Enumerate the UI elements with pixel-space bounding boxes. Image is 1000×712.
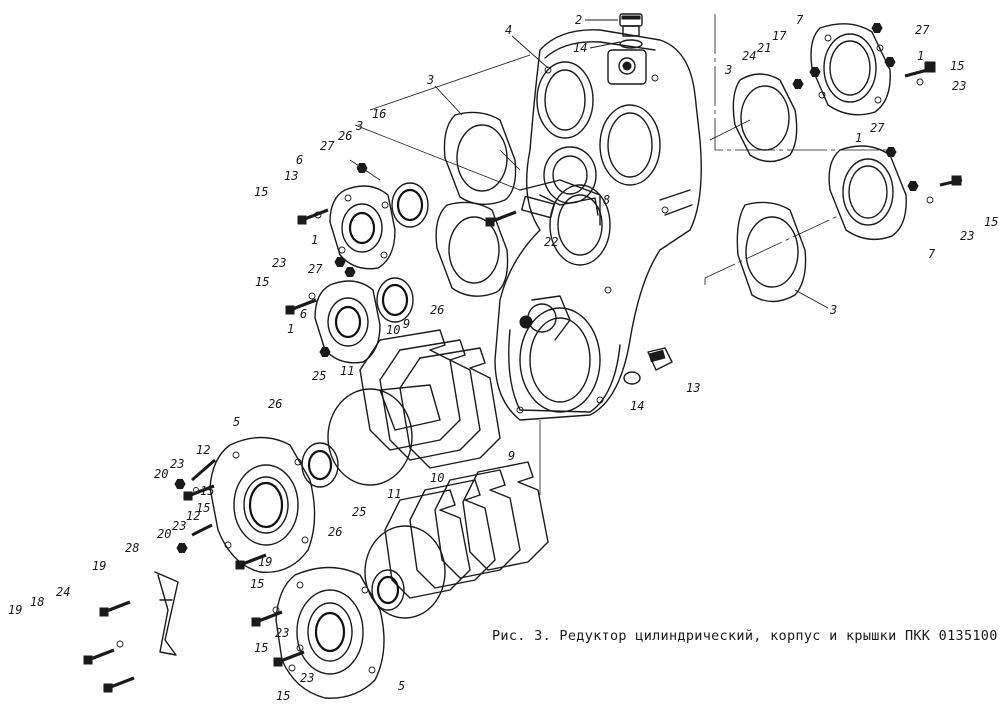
callout-23-f: 23 bbox=[952, 79, 966, 93]
callout-26-a: 26 bbox=[338, 129, 352, 143]
cover-large-upper bbox=[209, 436, 316, 574]
callout-3-a: 3 bbox=[426, 73, 434, 87]
callout-1-c: 1 bbox=[917, 49, 924, 63]
callout-28: 28 bbox=[125, 541, 139, 555]
gasket-right-lower bbox=[736, 201, 807, 303]
callout-23-e: 23 bbox=[300, 671, 314, 685]
callout-3-d: 3 bbox=[829, 303, 837, 317]
shim-stack-lower bbox=[384, 461, 549, 599]
callout-14-b: 14 bbox=[630, 399, 644, 413]
lock-wire bbox=[154, 571, 179, 656]
callout-23-b: 23 bbox=[170, 457, 184, 471]
callout-15-i: 15 bbox=[984, 215, 998, 229]
gasket-ring-lower bbox=[364, 525, 446, 619]
callout-10-a: 10 bbox=[386, 323, 400, 337]
callout-26-d: 26 bbox=[328, 525, 342, 539]
gearbox-housing bbox=[494, 29, 702, 421]
callout-12-b: 12 bbox=[186, 509, 200, 523]
breather-plug bbox=[619, 13, 643, 49]
callout-5-b: 5 bbox=[398, 679, 405, 693]
seal-middle bbox=[301, 442, 339, 488]
callout-23-c: 23 bbox=[172, 519, 186, 533]
bearing-cap-center bbox=[520, 146, 599, 219]
shim-stack-upper bbox=[359, 329, 501, 469]
cover-right-upper bbox=[810, 23, 891, 116]
callout-20-b: 20 bbox=[157, 527, 171, 541]
callout-27-c: 27 bbox=[915, 23, 930, 37]
callout-19-c: 19 bbox=[258, 555, 272, 569]
callout-11-a: 11 bbox=[340, 364, 354, 378]
callout-27-b: 27 bbox=[308, 262, 323, 276]
callout-14: 14 bbox=[573, 41, 587, 55]
callout-15-f: 15 bbox=[254, 641, 268, 655]
callout-26-b: 26 bbox=[430, 303, 444, 317]
callout-2: 2 bbox=[575, 13, 582, 27]
callout-3-b: 3 bbox=[355, 119, 363, 133]
callout-15-d: 15 bbox=[196, 501, 210, 515]
callout-5-a: 5 bbox=[233, 415, 240, 429]
callout-23-a: 23 bbox=[272, 256, 286, 270]
callout-15-e: 15 bbox=[250, 577, 264, 591]
callout-13-b: 13 bbox=[686, 381, 700, 395]
seals-upper bbox=[376, 182, 429, 323]
callout-16: 16 bbox=[372, 107, 386, 121]
callout-15-a: 15 bbox=[254, 185, 268, 199]
callout-labels: 2 14 4 3 3 16 27 26 6 13 15 1 27 23 15 6… bbox=[8, 13, 998, 703]
callout-17: 17 bbox=[772, 29, 787, 43]
callout-19-b: 19 bbox=[8, 603, 22, 617]
callout-7-b: 7 bbox=[928, 247, 936, 261]
callout-27-a: 27 bbox=[320, 139, 335, 153]
callout-10-b: 10 bbox=[430, 471, 444, 485]
callout-27-d: 27 bbox=[870, 121, 885, 135]
callout-1-b: 1 bbox=[287, 322, 294, 336]
callout-7-a: 7 bbox=[796, 13, 804, 27]
callout-26-c: 26 bbox=[268, 397, 282, 411]
callout-19-a: 19 bbox=[92, 559, 106, 573]
seal-lower bbox=[371, 569, 405, 611]
callout-24-b: 24 bbox=[742, 49, 756, 63]
fasteners-bottom-left bbox=[82, 458, 306, 694]
callout-23-g: 23 bbox=[960, 229, 974, 243]
callout-9-b: 9 bbox=[508, 449, 515, 463]
callout-25-a: 25 bbox=[312, 369, 326, 383]
figure-caption: Рис. 3. Редуктор цилиндрический, корпус … bbox=[492, 628, 998, 644]
cover-small-lower bbox=[314, 280, 381, 364]
callout-24-a: 24 bbox=[56, 585, 70, 599]
callout-3-c: 3 bbox=[724, 63, 732, 77]
callout-15-b: 15 bbox=[255, 275, 269, 289]
cover-large-lower bbox=[275, 566, 385, 699]
callout-4: 4 bbox=[505, 23, 512, 37]
callout-18: 18 bbox=[30, 595, 44, 609]
callout-1-d: 1 bbox=[855, 131, 862, 145]
gasket-center-lower bbox=[435, 201, 509, 297]
callout-11-b: 11 bbox=[387, 487, 401, 501]
gasket-ring-upper bbox=[327, 388, 413, 486]
callout-25-b: 25 bbox=[352, 505, 366, 519]
drain-plug bbox=[623, 347, 673, 385]
callout-6-a: 6 bbox=[296, 153, 303, 167]
leader-lines bbox=[349, 14, 890, 495]
callout-8: 8 bbox=[603, 193, 610, 207]
callout-15-g: 15 bbox=[276, 689, 290, 703]
callout-12-a: 12 bbox=[196, 443, 210, 457]
callout-13: 13 bbox=[284, 169, 298, 183]
callout-22: 22 bbox=[544, 235, 558, 249]
fasteners-left bbox=[284, 163, 518, 357]
gasket-center-upper bbox=[443, 111, 517, 205]
fasteners-right bbox=[792, 23, 963, 204]
callout-15-c: 15 bbox=[200, 484, 214, 498]
callout-21: 21 bbox=[757, 41, 771, 55]
callout-6-b: 6 bbox=[300, 307, 307, 321]
cover-small-upper bbox=[329, 185, 396, 270]
callout-20-a: 20 bbox=[154, 467, 168, 481]
callout-9-a: 9 bbox=[403, 317, 410, 331]
callout-15-h: 15 bbox=[950, 59, 964, 73]
callout-1-a: 1 bbox=[311, 233, 318, 247]
gasket-right-upper bbox=[732, 73, 798, 163]
callout-23-d: 23 bbox=[275, 626, 289, 640]
cover-right-lower bbox=[828, 145, 907, 241]
